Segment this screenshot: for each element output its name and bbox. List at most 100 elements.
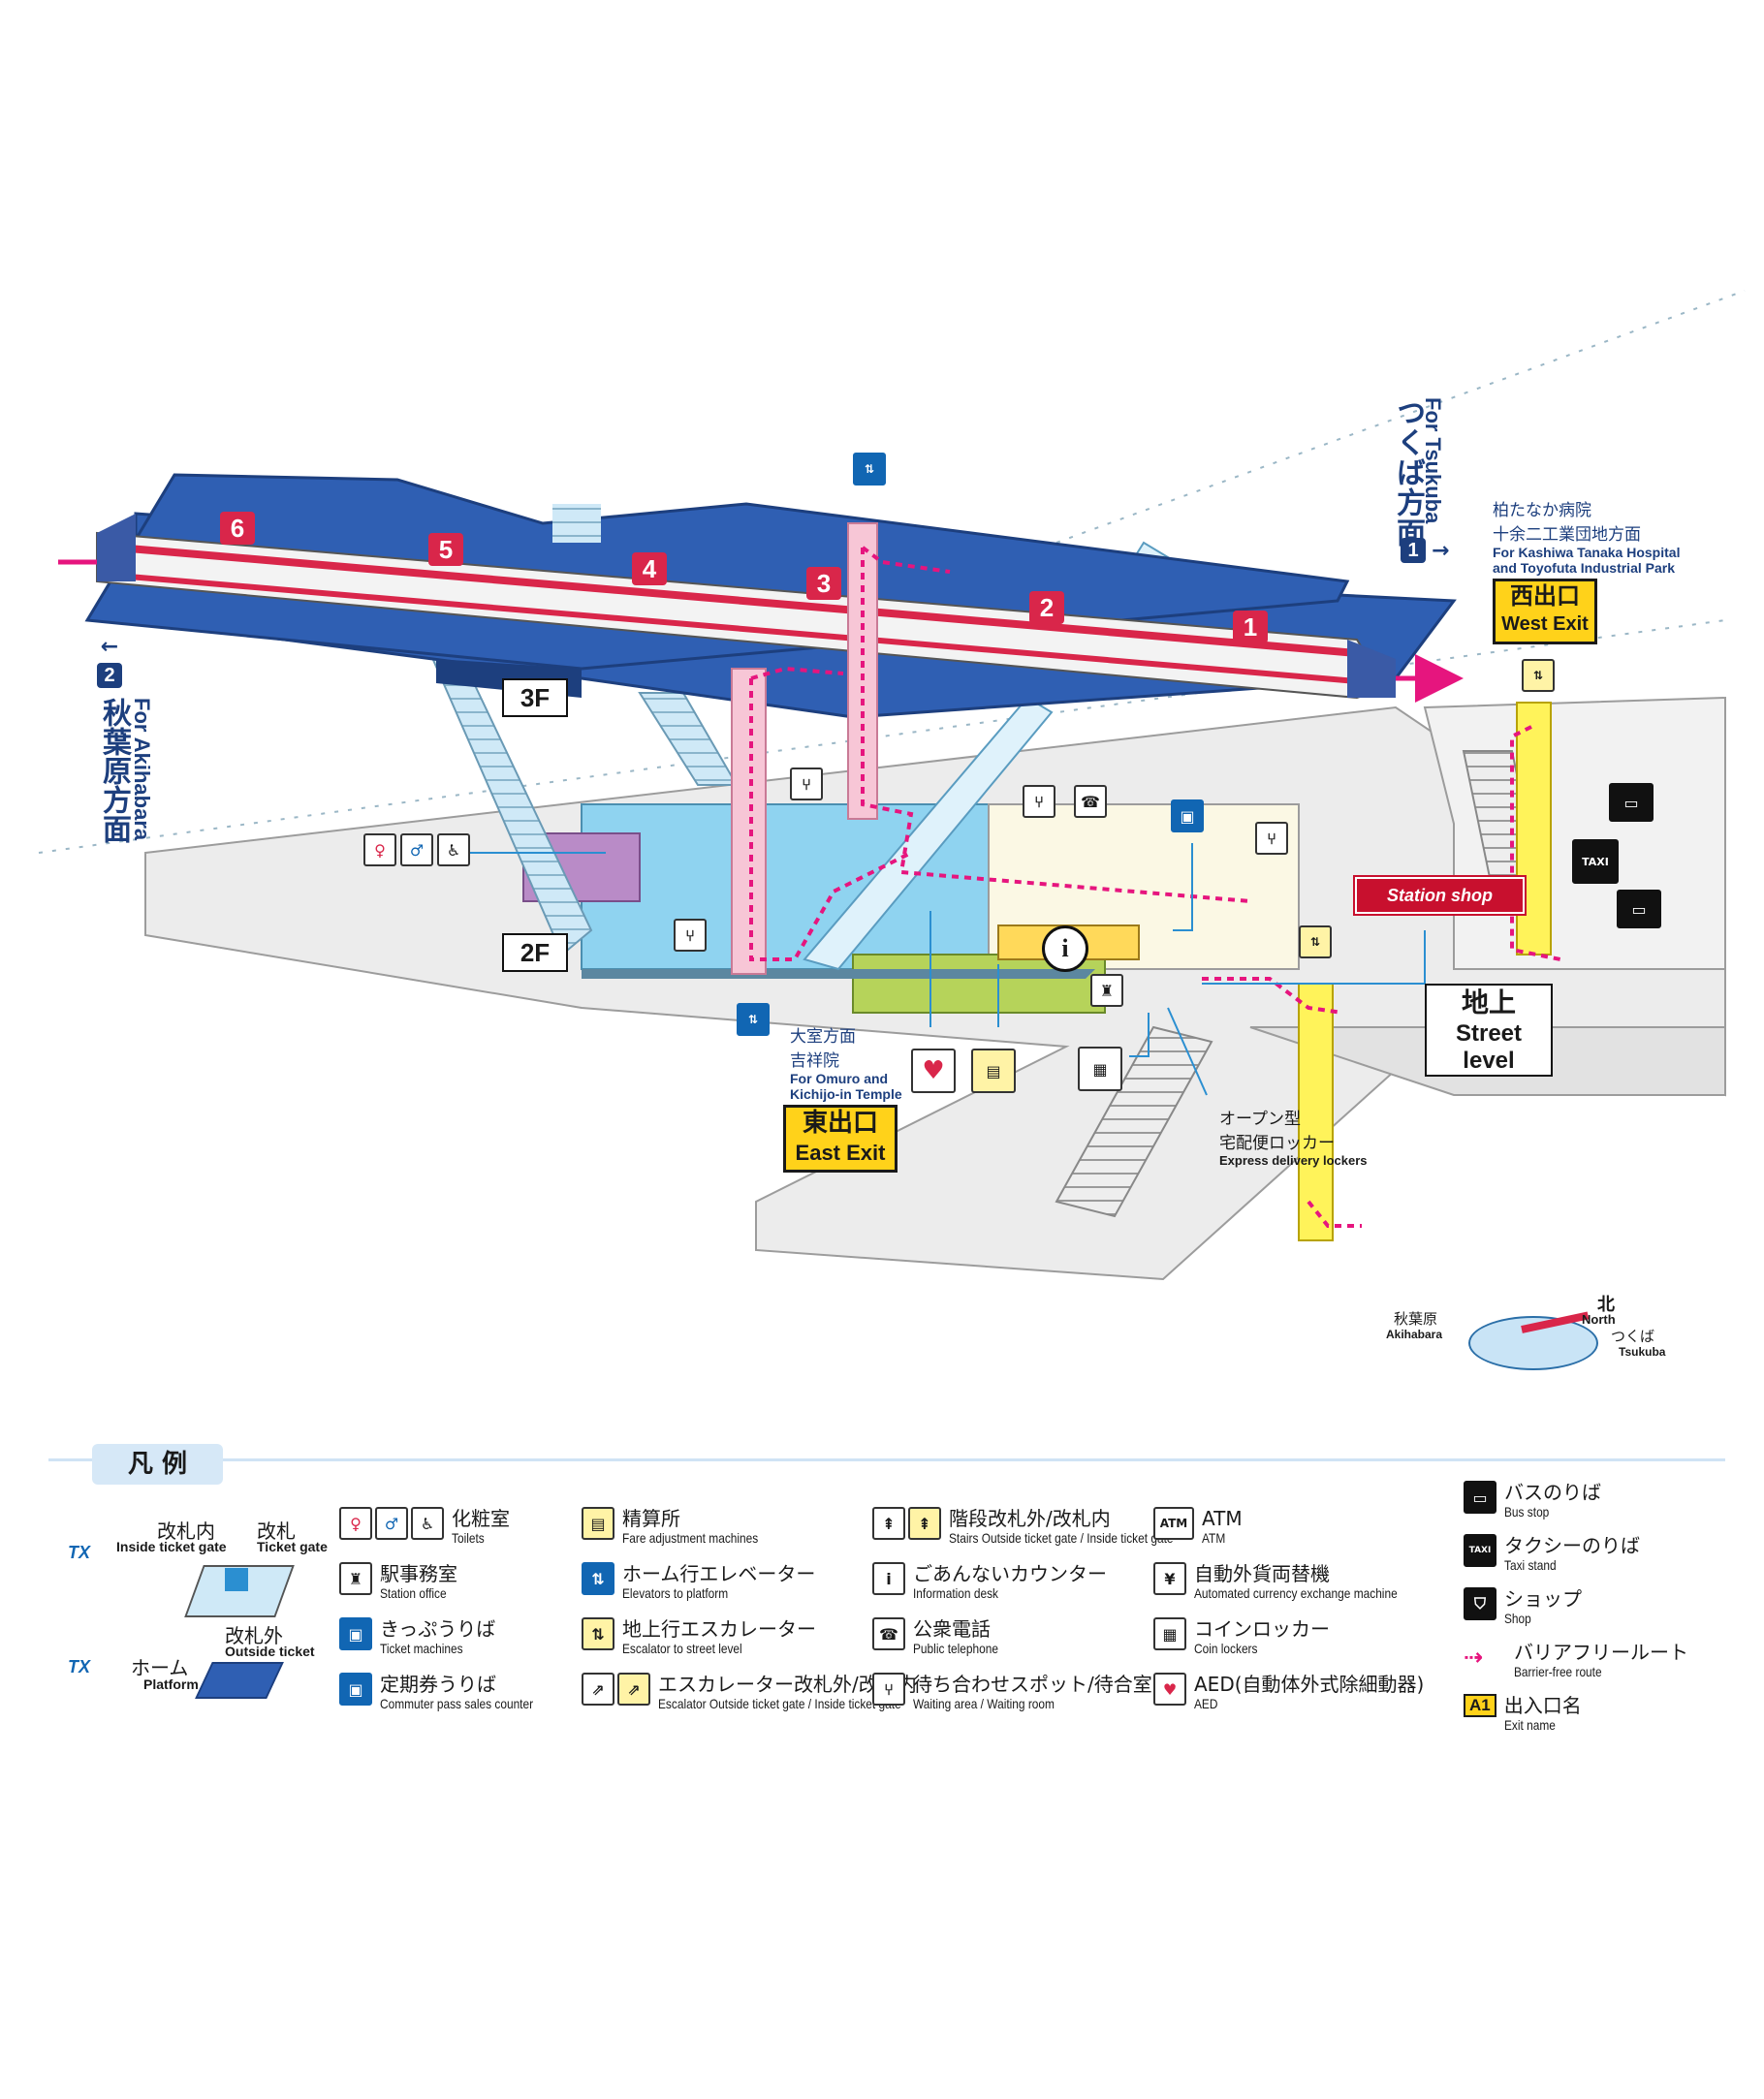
legend-inside-gate-en: Inside ticket gate xyxy=(116,1539,227,1554)
legend-icons: ⇅ xyxy=(582,1562,614,1595)
car-number-badge xyxy=(806,567,841,600)
car-number-badge xyxy=(632,552,667,585)
aed-icon: ♥ xyxy=(911,1049,956,1093)
legend-label-ja: きっぷうりば xyxy=(380,1617,496,1641)
station-shop-sign[interactable]: Station shop xyxy=(1353,875,1527,916)
legend-label-ja: 定期券うりば xyxy=(380,1673,496,1696)
legend-icons: TAXI xyxy=(1464,1534,1496,1567)
legend-icons: ▦ xyxy=(1153,1617,1186,1650)
legend-icons: ⇅ xyxy=(582,1617,614,1650)
legend-platform-swatch xyxy=(195,1662,284,1699)
legend-label-ja: 階段改札外/改札内 xyxy=(949,1507,1111,1530)
legend-icons: i xyxy=(872,1562,905,1595)
legend-label-ja: ショップ xyxy=(1504,1587,1582,1611)
west-exit-ja: 西出口 xyxy=(1510,582,1580,610)
shop-icon: ⛉ xyxy=(1464,1587,1496,1620)
east-exit-en: East Exit xyxy=(795,1141,886,1165)
aed-icon: ♥ xyxy=(1153,1673,1186,1706)
legend-icons: ⇗⇗ xyxy=(582,1673,650,1706)
compass-akihabara-ja: 秋葉原 xyxy=(1394,1310,1438,1328)
legend-label-ja: 化粧室 xyxy=(452,1507,510,1530)
legend-label-en: Fare adjustment machines xyxy=(622,1530,759,1546)
stairs-gate-icon: ⇞ xyxy=(908,1507,941,1540)
west-dest-ja-1: 柏たなか病院 xyxy=(1493,501,1591,520)
waiting-area-icon: ⑂ xyxy=(790,768,823,800)
west-exit-sign[interactable]: 西出口 West Exit xyxy=(1493,579,1597,644)
escalator-icon: ⇅ xyxy=(582,1617,614,1650)
coin-locker-icon: ▦ xyxy=(1153,1617,1186,1650)
arrow-left-icon: ← xyxy=(100,635,119,659)
legend-label-en: Automated currency exchange machine xyxy=(1194,1585,1398,1601)
toilet-icon: ♂ xyxy=(375,1507,408,1540)
legend-platform-en: Platform xyxy=(143,1676,199,1692)
guide-lines xyxy=(38,290,1746,854)
stairs-gate-icon: ⇞ xyxy=(872,1507,905,1540)
bus-stop-icon: ▭ xyxy=(1617,890,1661,928)
info-icon: i xyxy=(872,1562,905,1595)
waiting-area-icon: ⑂ xyxy=(674,919,707,952)
lockers-en: Express delivery lockers xyxy=(1219,1153,1368,1168)
legend-ticket-gate-en: Ticket gate xyxy=(257,1539,328,1554)
taxi-icon-label: TAXI xyxy=(1582,855,1609,868)
legend-label-ja: 出入口名 xyxy=(1503,1694,1582,1717)
legend-label-en: Station office xyxy=(380,1585,447,1601)
compass-north-en: North xyxy=(1582,1312,1616,1327)
car-number: 4 xyxy=(643,554,657,583)
east-dest-en-2: Kichijo-in Temple xyxy=(790,1086,902,1102)
legend-platform-ja: ホーム xyxy=(131,1656,189,1679)
info-icon: i xyxy=(1042,925,1088,972)
legend-label-ja: 公衆電話 xyxy=(913,1617,991,1641)
elevators xyxy=(731,522,878,975)
legend-inside-gate-ja: 改札内 xyxy=(157,1519,215,1543)
legend-label-en: Ticket machines xyxy=(380,1641,463,1656)
toilet-icon: ♀ xyxy=(339,1507,372,1540)
legend-icons: ▣ xyxy=(339,1673,372,1706)
legend-label-ja: コインロッカー xyxy=(1194,1617,1330,1641)
legend-label-en: Escalator Outside ticket gate / Inside t… xyxy=(658,1696,901,1711)
waiting-area-icon: ⑂ xyxy=(1255,822,1288,855)
street-level-ja: 地上 xyxy=(1461,987,1516,1018)
legend-gate-machine-icon xyxy=(225,1568,248,1591)
legend-label-en: Commuter pass sales counter xyxy=(380,1696,534,1711)
elevator-icon: ⇅ xyxy=(582,1562,614,1595)
station-office-icon: ♜ xyxy=(1090,974,1123,1007)
compass-north-ja: 北 xyxy=(1597,1295,1615,1315)
legend-label-en: Stairs Outside ticket gate / Inside tick… xyxy=(949,1530,1174,1546)
tsukuba-track-badge: 1 xyxy=(1401,538,1426,563)
phone-icon: ☎ xyxy=(1074,785,1107,818)
toilet-icon: ♿ xyxy=(411,1507,444,1540)
direction-tsukuba-en: For Tsukuba xyxy=(1421,397,1445,524)
legend-label-ja: ATM xyxy=(1202,1507,1243,1530)
station-office-icon: ♜ xyxy=(339,1562,372,1595)
east-exit-sign[interactable]: 東出口 East Exit xyxy=(783,1105,898,1173)
coin-locker-icon: ▦ xyxy=(1078,1047,1122,1091)
legend-label-ja: ごあんないカウンター xyxy=(913,1562,1107,1585)
floor-label-2f: 2F xyxy=(502,933,568,972)
compass-disc xyxy=(1468,1316,1598,1370)
car-number-badge xyxy=(428,533,463,566)
taxi-stand-icon: TAXI xyxy=(1572,839,1619,884)
legend-label-ja: 自動外貨両替機 xyxy=(1194,1562,1330,1585)
east-dest-ja-1: 大室方面 xyxy=(790,1027,856,1047)
bus-stop-icon: ▭ xyxy=(1464,1481,1496,1514)
toilet-icon: ♂ xyxy=(400,833,433,866)
elevator-icon: ⇅ xyxy=(737,1003,770,1036)
tx-logo-icon: TX xyxy=(68,1543,91,1562)
legend-item: ♥AED(自動体外式除細動器)AED xyxy=(1153,1673,1424,1712)
